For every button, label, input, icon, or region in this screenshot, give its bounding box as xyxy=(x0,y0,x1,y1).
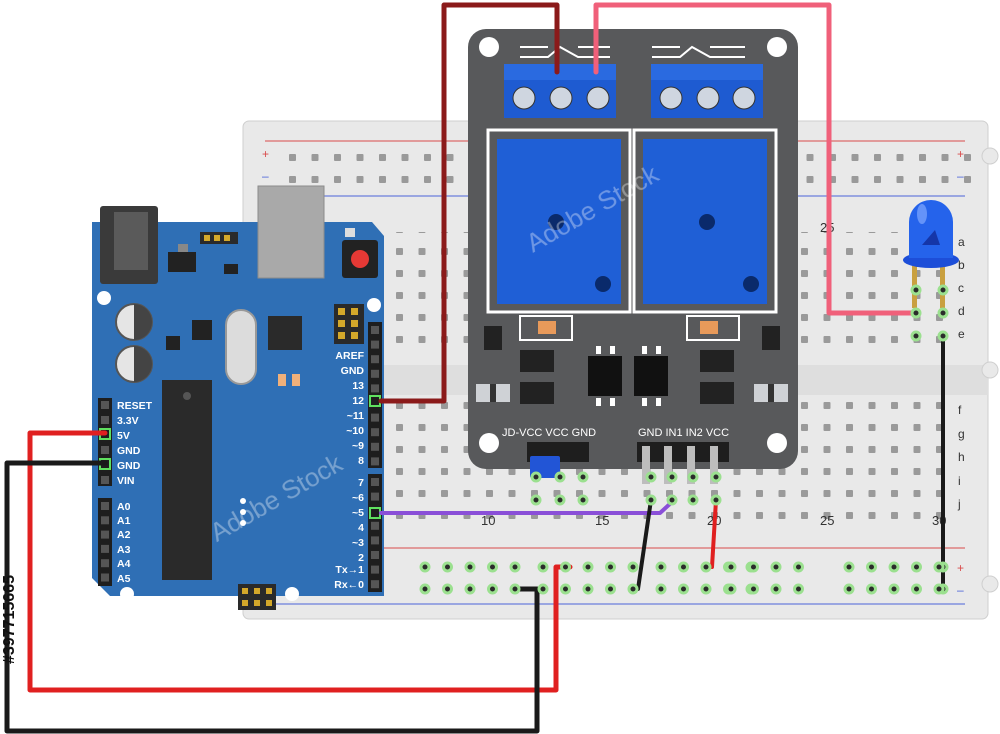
label-gnd-1: GND xyxy=(117,445,141,457)
label-tx: Tx→1 xyxy=(335,564,364,576)
watermark-id: #397715665 xyxy=(1,575,18,664)
power-header xyxy=(98,398,112,486)
row-letter-g: g xyxy=(958,427,965,441)
label-6: ~6 xyxy=(352,492,364,504)
label-11: ~11 xyxy=(347,410,364,422)
relay-module: JD-VCC VCC GND GND IN1 IN2 VCC xyxy=(468,29,798,484)
label-13: 13 xyxy=(352,380,364,392)
label-a5: A5 xyxy=(117,573,131,585)
label-a3: A3 xyxy=(117,544,131,556)
label-vin: VIN xyxy=(117,475,135,487)
label-9: ~9 xyxy=(352,440,364,452)
relay-header-left-label: JD-VCC VCC GND xyxy=(502,427,596,439)
label-a2: A2 xyxy=(117,529,131,541)
label-a1: A1 xyxy=(117,515,131,527)
top-rail-plus-right: + xyxy=(957,147,964,161)
row-letter-i: i xyxy=(958,474,961,488)
wire-5v xyxy=(27,430,573,693)
digital-header-low xyxy=(368,474,382,592)
wire-relay-gnd xyxy=(636,498,653,591)
bottom-rail-plus-right: + xyxy=(957,561,964,575)
label-2: 2 xyxy=(358,552,364,564)
pin-5-highlight xyxy=(369,507,381,519)
arduino-board: RESET 3.3V 5V GND GND VIN A0 A1 A2 A3 A4… xyxy=(92,185,384,610)
label-a0: A0 xyxy=(117,501,131,513)
usb-port xyxy=(257,185,325,279)
col-number-10: 10 xyxy=(481,513,495,528)
wire-signal-pin12 xyxy=(378,2,560,404)
label-12: 12 xyxy=(352,395,364,407)
wire-signal-pin5 xyxy=(379,500,674,515)
col-number-15: 15 xyxy=(595,513,609,528)
row-letter-j: j xyxy=(957,497,961,511)
label-7: 7 xyxy=(358,477,364,489)
label-8: 8 xyxy=(358,455,364,467)
label-gnd-3: GND xyxy=(341,365,365,377)
label-gnd-2: GND xyxy=(117,460,141,472)
row-letter-b: b xyxy=(958,258,965,272)
bottom-rail-active-holes xyxy=(419,561,945,595)
label-10: ~10 xyxy=(346,425,364,437)
label-a4: A4 xyxy=(117,558,131,570)
top-rail-minus-right: – xyxy=(957,169,964,183)
top-rail-minus-left: – xyxy=(262,169,269,183)
analog-header xyxy=(98,498,112,586)
relay-2 xyxy=(632,128,778,314)
relay-header-right-label: GND IN1 IN2 VCC xyxy=(638,427,729,439)
label-3v3: 3.3V xyxy=(117,415,139,427)
label-rx: Rx←0 xyxy=(334,579,364,591)
row-letter-c: c xyxy=(958,281,964,295)
wire-relay-to-led xyxy=(593,2,919,316)
wires xyxy=(4,2,945,734)
crystal xyxy=(225,309,257,385)
col-number-25: 25 xyxy=(820,513,834,528)
label-5v: 5V xyxy=(117,430,130,442)
bottom-rail-minus-right: – xyxy=(957,583,964,597)
label-5: ~5 xyxy=(352,507,364,519)
label-aref: AREF xyxy=(335,350,364,362)
wire-relay-vcc xyxy=(710,498,718,569)
usb-chip xyxy=(268,316,302,350)
row-letter-a: a xyxy=(958,235,965,249)
row-letter-e: e xyxy=(958,327,965,341)
label-reset: RESET xyxy=(117,400,153,412)
atmega-chip xyxy=(162,380,212,580)
row-letter-d: d xyxy=(958,304,965,318)
relay-1 xyxy=(486,128,632,314)
top-rail-plus-left: + xyxy=(262,147,269,161)
row-letter-f: f xyxy=(958,403,962,417)
label-3: ~3 xyxy=(352,537,364,549)
wire-gnd xyxy=(4,460,540,734)
label-4: 4 xyxy=(358,522,364,534)
row-letter-h: h xyxy=(958,450,965,464)
